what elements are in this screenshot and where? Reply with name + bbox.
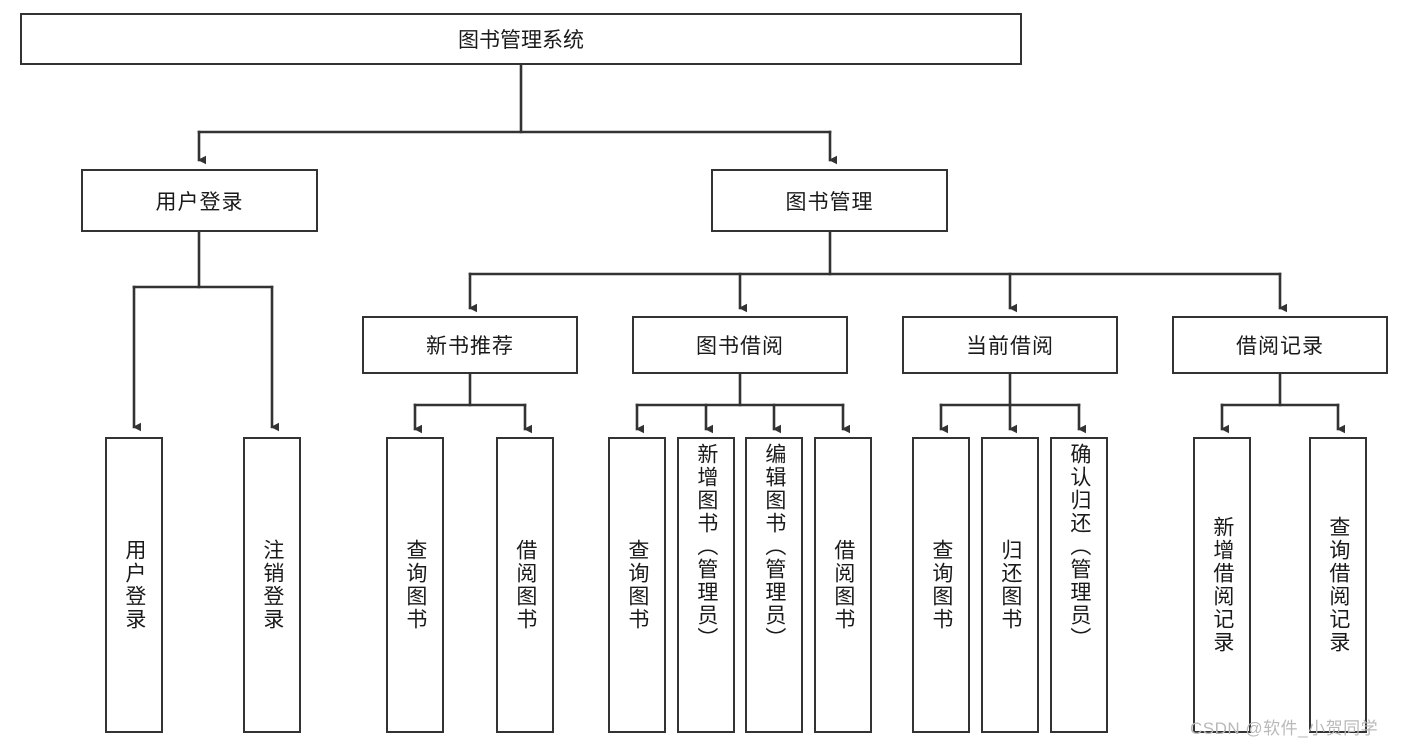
node-new-book-recommend[interactable]: 新书推荐	[362, 316, 578, 374]
leaf-label: 借阅图书	[831, 539, 855, 631]
leaf-label: 确认归还（管理员）	[1067, 443, 1091, 650]
leaf-label: 查询图书	[625, 539, 649, 631]
node-book-management[interactable]: 图书管理	[711, 169, 948, 232]
leaf-label: 归还图书	[998, 539, 1022, 631]
leaf-query-book-recommend[interactable]: 查询图书	[386, 437, 444, 733]
leaf-label: 查询图书	[403, 539, 427, 631]
leaf-query-borrow-record[interactable]: 查询借阅记录	[1309, 437, 1367, 733]
node-label: 借阅记录	[1236, 335, 1324, 358]
node-label: 当前借阅	[966, 335, 1054, 358]
node-user-login[interactable]: 用户登录	[81, 169, 318, 232]
leaf-label: 新增图书（管理员）	[694, 443, 718, 650]
leaf-label: 注销登录	[260, 539, 284, 631]
leaf-user-login[interactable]: 用户登录	[105, 437, 163, 733]
node-borrow-record[interactable]: 借阅记录	[1172, 316, 1388, 374]
node-label: 图书管理系统	[458, 29, 584, 52]
leaf-logout-login[interactable]: 注销登录	[243, 437, 301, 733]
node-current-borrow[interactable]: 当前借阅	[902, 316, 1118, 374]
leaf-label: 编辑图书（管理员）	[762, 443, 786, 650]
leaf-label: 用户登录	[122, 539, 146, 631]
leaf-confirm-return-admin[interactable]: 确认归还（管理员）	[1050, 437, 1108, 733]
node-label: 图书借阅	[696, 335, 784, 358]
watermark-text: CSDN @软件_小贺同学	[1190, 719, 1379, 738]
node-label: 用户登录	[155, 190, 244, 214]
node-root-system[interactable]: 图书管理系统	[20, 13, 1022, 65]
leaf-query-book-borrow[interactable]: 查询图书	[608, 437, 666, 733]
node-label: 新书推荐	[426, 335, 514, 358]
leaf-label: 查询图书	[929, 539, 953, 631]
leaf-borrow-book-recommend[interactable]: 借阅图书	[496, 437, 554, 733]
leaf-add-borrow-record[interactable]: 新增借阅记录	[1193, 437, 1251, 733]
leaf-borrow-book[interactable]: 借阅图书	[814, 437, 872, 733]
leaf-edit-book-admin[interactable]: 编辑图书（管理员）	[745, 437, 803, 733]
leaf-label: 借阅图书	[513, 539, 537, 631]
node-label: 图书管理	[785, 190, 874, 214]
leaf-return-book[interactable]: 归还图书	[981, 437, 1039, 733]
leaf-add-book-admin[interactable]: 新增图书（管理员）	[677, 437, 735, 733]
leaf-label: 查询借阅记录	[1326, 516, 1350, 654]
leaf-label: 新增借阅记录	[1210, 516, 1234, 654]
node-book-borrow[interactable]: 图书借阅	[632, 316, 848, 374]
leaf-query-book-current[interactable]: 查询图书	[912, 437, 970, 733]
